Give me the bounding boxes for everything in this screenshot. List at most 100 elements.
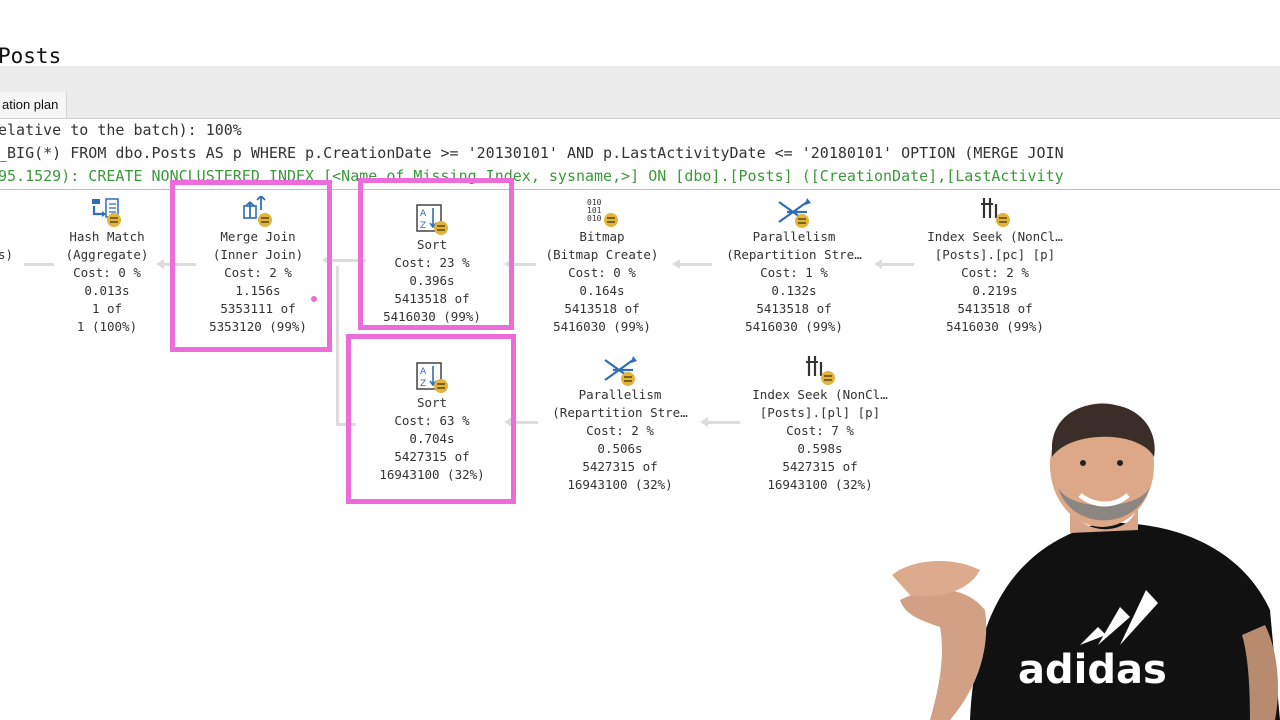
svg-text:Z: Z [420,221,426,231]
connector-arrowhead [700,417,708,427]
sort-top-rows: 5413518 of [394,291,470,306]
index-seek-top-rows: 5413518 of [957,301,1033,316]
merge-join-sub: (Inner Join) [212,247,304,262]
merge-join-name: Merge Join [220,229,296,244]
plan-node-index-seek-top[interactable]: Index Seek (NonCl… [Posts].[pc] [p] Cost… [915,196,1075,336]
sort-bottom-time: 0.704s [409,431,455,446]
bitmap-time: 0.164s [579,283,625,298]
index-seek-bottom-time: 0.598s [797,441,843,456]
bitmap-sub: (Bitmap Create) [545,247,659,262]
svg-text:101: 101 [587,206,602,215]
sort-bottom-cost: Cost: 63 % [394,413,470,428]
parallelism-bottom-sub: (Repartition Stre… [552,405,688,420]
index-seek-top-cost: Cost: 2 % [961,265,1029,280]
index-seek-bottom-est: 16943100 (32%) [767,477,873,492]
parallelism-top-sub: (Repartition Stre… [726,247,862,262]
missing-index-hint[interactable]: 95.1529): CREATE NONCLUSTERED INDEX [<Na… [0,167,1064,185]
plan-node-merge-join[interactable]: Merge Join (Inner Join) Cost: 2 % 1.156s… [198,196,318,336]
node-partial-label: s) [0,247,14,262]
sort-top-name: Sort [416,237,448,252]
tab-execution-plan[interactable]: ation plan [0,92,67,118]
connector-seek-to-parallel [882,263,914,266]
parallelism-top-est: 5416030 (99%) [745,319,843,334]
query-cost-line: elative to the batch): 100% [0,121,242,139]
index-seek-icon [806,356,835,385]
presenter-video-overlay: adidas [892,403,1280,720]
tab-bar: ation plan [0,66,1280,119]
shirt-logo-text: adidas [1018,647,1167,693]
index-seek-top-est: 5416030 (99%) [946,319,1044,334]
svg-text:010: 010 [587,198,602,207]
highlight-box-merge-join [170,180,332,352]
annotation-dot [311,296,317,302]
sort-icon: A Z [416,204,448,235]
sort-top-est: 5416030 (99%) [383,309,481,324]
sort-icon: A Z [416,362,448,393]
index-seek-icon [981,198,1010,227]
svg-text:010: 010 [587,214,602,223]
index-seek-top-time: 0.219s [972,283,1018,298]
index-seek-top-name: Index Seek (NonCl… [927,229,1063,244]
parallelism-top-cost: Cost: 1 % [760,265,828,280]
hash-match-cost: Cost: 0 % [73,265,141,280]
index-seek-top-sub: [Posts].[pc] [p] [934,247,1056,262]
plan-separator [0,189,1280,190]
plan-node-parallelism-top[interactable]: Parallelism (Repartition Stre… Cost: 1 %… [714,196,874,336]
connector-sort-to-merge [330,259,366,262]
highlight-box-sort-bottom [346,334,516,504]
page-title: Posts [0,44,62,68]
hash-match-est: 1 (100%) [76,319,138,334]
sort-bottom-est: 16943100 (32%) [379,467,485,482]
hash-match-rows: 1 of [91,301,123,316]
parallelism-bottom-name: Parallelism [578,387,662,402]
connector-arrowhead [322,255,330,265]
merge-join-cost: Cost: 2 % [224,265,292,280]
connector-arrowhead [672,259,680,269]
connector-merge-to-hash [160,263,196,266]
plan-node-sort-bottom[interactable]: A Z Sort Cost: 63 % 0.704s 5427315 of 16… [366,362,498,484]
connector-seek-to-parallel-bottom [708,421,740,424]
highlight-box-sort-top [358,178,514,330]
parallelism-icon [778,198,811,228]
parallelism-bottom-time: 0.506s [597,441,643,456]
parallelism-top-time: 0.132s [771,283,817,298]
connector-arrowhead [504,417,512,427]
connector-parallel-to-bitmap [680,263,712,266]
connector-arrowhead [156,259,164,269]
parallelism-top-name: Parallelism [752,229,836,244]
parallelism-top-rows: 5413518 of [756,301,832,316]
hash-match-sub: (Aggregate) [65,247,149,262]
plan-node-partial[interactable]: s) [0,246,13,264]
connector-partial [24,263,54,266]
sort-top-time: 0.396s [409,273,455,288]
connector-parallel-to-sort [512,421,538,424]
merge-join-rows: 5353111 of [220,301,296,316]
svg-text:A: A [420,367,427,377]
index-seek-bottom-sub: [Posts].[pl] [p] [759,405,881,420]
sort-bottom-name: Sort [416,395,448,410]
hash-match-name: Hash Match [69,229,145,244]
parallelism-icon [604,356,637,386]
index-seek-bottom-name: Index Seek (NonCl… [752,387,888,402]
bitmap-name: Bitmap [579,229,625,244]
bitmap-icon: 010 101 010 [587,198,618,227]
sort-top-cost: Cost: 23 % [394,255,470,270]
hash-match-time: 0.013s [84,283,130,298]
svg-text:A: A [420,209,427,219]
plan-node-index-seek-bottom[interactable]: Index Seek (NonCl… [Posts].[pl] [p] Cost… [740,354,900,494]
bitmap-cost: Cost: 0 % [568,265,636,280]
bitmap-est: 5416030 (99%) [553,319,651,334]
connector-branch-vertical [336,266,339,426]
merge-join-icon [243,196,272,227]
index-seek-bottom-rows: 5427315 of [782,459,858,474]
parallelism-bottom-rows: 5427315 of [582,459,658,474]
plan-node-bitmap[interactable]: 010 101 010 Bitmap (Bitmap Create) Cost:… [536,196,668,336]
plan-node-sort-top[interactable]: A Z Sort Cost: 23 % 0.396s 5413518 of 54… [372,204,492,326]
plan-node-hash-match[interactable]: Hash Match (Aggregate) Cost: 0 % 0.013s … [55,196,159,336]
merge-join-time: 1.156s [235,283,281,298]
sort-bottom-rows: 5427315 of [394,449,470,464]
bitmap-rows: 5413518 of [564,301,640,316]
svg-text:Z: Z [420,379,426,389]
plan-node-parallelism-bottom[interactable]: Parallelism (Repartition Stre… Cost: 2 %… [540,354,700,494]
parallelism-bottom-cost: Cost: 2 % [586,423,654,438]
